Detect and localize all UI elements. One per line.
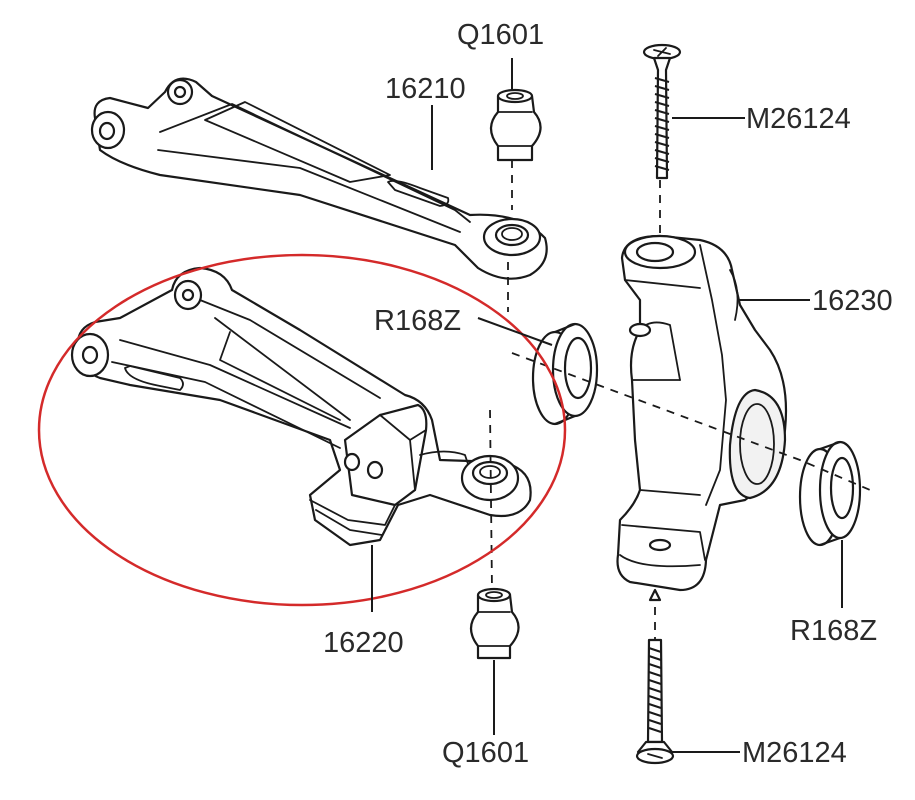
bearing-r168z-right (798, 440, 862, 547)
label-m26124-bottom: M26124 (742, 737, 847, 769)
label-r168z-left: R168Z (374, 305, 461, 337)
upper-arm-16210 (90, 77, 548, 280)
label-16230: 16230 (812, 285, 893, 317)
label-16210: 16210 (385, 73, 466, 105)
label-q1601-bottom: Q1601 (442, 737, 529, 769)
label-16220: 16220 (323, 627, 404, 659)
screw-m26124-bottom (635, 638, 675, 765)
arrow-head (648, 588, 662, 602)
leader-lines (371, 58, 843, 753)
label-r168z-right: R168Z (790, 615, 877, 647)
ball-stud-q1601-bottom (469, 587, 520, 660)
label-q1601-top: Q1601 (457, 19, 544, 51)
ball-stud-q1601-top (489, 88, 542, 162)
highlight-ellipse (37, 253, 567, 607)
assembly-axes (489, 160, 871, 640)
label-m26124-top: M26124 (746, 103, 851, 135)
bearing-r168z-left (531, 322, 599, 426)
steering-knuckle-16230 (616, 234, 788, 592)
screw-m26124-top (642, 43, 682, 180)
lower-arm-16220 (70, 266, 532, 547)
